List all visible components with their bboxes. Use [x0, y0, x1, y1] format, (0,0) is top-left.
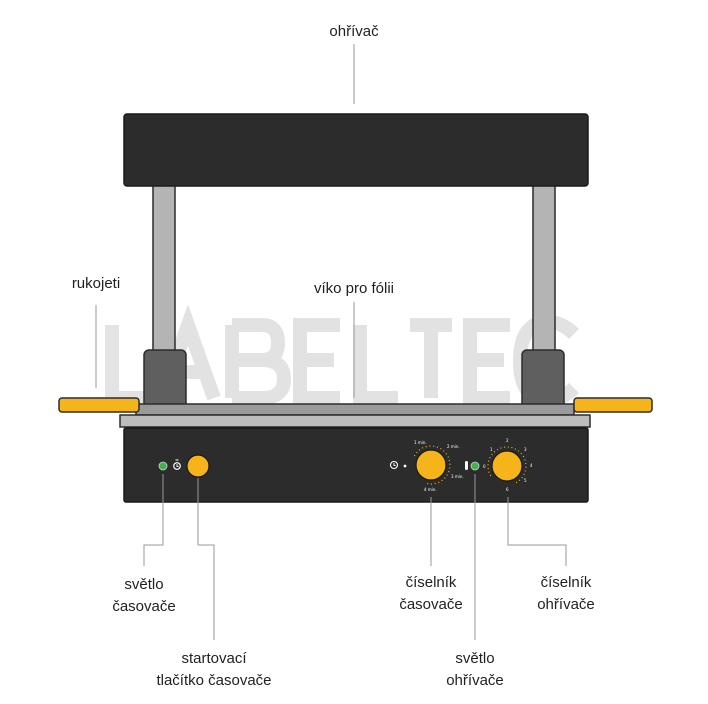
dial-tick: [514, 448, 517, 450]
heater-mark-1: 1: [490, 447, 493, 452]
dial-tick: [520, 452, 522, 455]
timer-clock-icon: [173, 459, 181, 470]
dial-tick: [447, 456, 449, 458]
left-pillar-housing: [143, 349, 187, 409]
label-handles: rukojeti: [72, 275, 120, 292]
label-timer-light-line2: časovače: [112, 598, 175, 615]
timer-light: [158, 461, 168, 471]
dial-tick: [446, 474, 448, 476]
dial-tick: [448, 459, 451, 462]
dial-tick: [521, 476, 523, 479]
dial-tick: [434, 482, 436, 485]
dial-tick: [488, 471, 490, 473]
dial-tick: [525, 462, 527, 465]
dial-tick: [525, 466, 527, 468]
left-handle: [58, 397, 140, 413]
dial-tick: [488, 460, 490, 462]
label-heater: ohřívač: [329, 23, 379, 40]
dial-tick: [436, 446, 438, 448]
dial-tick: [523, 473, 525, 475]
dial-tick: [493, 451, 496, 453]
heater-mark-2: 2: [506, 438, 509, 443]
dial-tick: [443, 450, 445, 452]
leader-timer-light: [143, 474, 164, 566]
dial-tick: [416, 451, 418, 454]
label-timer-start-line1: startovací: [181, 650, 247, 667]
heater-mark-4: 4: [530, 463, 533, 468]
dial-tick: [444, 477, 446, 479]
dial-tick: [425, 446, 427, 448]
label-timer-dial-line1: číselník: [406, 574, 457, 591]
timer-mark-3: 3 min.: [451, 474, 464, 479]
heater-mark-3: 3: [524, 447, 527, 452]
dial-tick: [427, 483, 429, 485]
dial-tick: [441, 479, 443, 482]
heater-unit: [123, 113, 589, 187]
label-heater-dial-line2: ohřívače: [537, 596, 595, 613]
heater-mark-0: 0: [483, 464, 486, 469]
dial-tick: [503, 446, 506, 448]
dial-tick: [433, 445, 435, 447]
dial-tick: [491, 453, 493, 456]
foil-lid: [135, 403, 575, 416]
heater-thermometer-icon: [465, 461, 468, 470]
dial-tick: [515, 481, 518, 484]
timer-mark-4: 4 min.: [424, 487, 437, 492]
label-heater-light-line1: světlo: [455, 650, 494, 667]
timer-dial-icon: [389, 460, 407, 470]
dial-tick: [524, 470, 526, 472]
dial-tick: [500, 447, 502, 449]
dial-tick: [449, 463, 451, 465]
lid-frame: [119, 414, 591, 428]
dial-tick: [496, 448, 499, 451]
label-timer-dial-line2: časovače: [399, 596, 462, 613]
dial-tick: [507, 446, 509, 448]
leader-heater-dial: [507, 497, 567, 566]
dial-tick: [429, 445, 431, 447]
label-foil-lid: víko pro fólii: [314, 280, 394, 297]
dial-tick: [448, 471, 450, 473]
dial-tick: [449, 467, 451, 469]
timer-mark-2: 2 min.: [447, 444, 460, 449]
heater-mark-5: 5: [524, 478, 527, 483]
dial-tick: [422, 447, 424, 449]
heater-dial-knob[interactable]: [491, 450, 523, 482]
timer-mark-1: 1 min.: [414, 440, 427, 445]
heater-dial-ticks: [487, 446, 527, 484]
label-timer-start-line2: tlačítko časovače: [156, 672, 271, 689]
dial-tick: [445, 453, 447, 455]
dial-tick: [517, 450, 520, 452]
label-timer-light-line1: světlo: [124, 576, 163, 593]
dial-tick: [489, 474, 492, 477]
dial-tick: [418, 449, 421, 451]
dial-tick: [518, 479, 521, 481]
right-pillar-housing: [521, 349, 565, 409]
timer-dial-knob[interactable]: [415, 449, 447, 481]
label-heater-light-line2: ohřívače: [446, 672, 504, 689]
heater-light: [470, 461, 480, 471]
timer-start-button[interactable]: [186, 454, 210, 478]
dial-tick: [438, 481, 440, 483]
dial-tick: [430, 483, 433, 485]
dial-tick: [489, 457, 491, 459]
dial-tick: [487, 467, 489, 470]
timer-dial-ticks: [413, 445, 451, 485]
dial-tick: [440, 448, 442, 450]
dial-tick: [522, 455, 525, 458]
right-handle: [573, 397, 653, 413]
label-heater-dial-line1: číselník: [541, 574, 592, 591]
control-panel: [123, 427, 589, 503]
dial-tick: [524, 459, 526, 461]
dial-tick: [487, 464, 489, 466]
dial-tick: [413, 454, 416, 457]
leader-timer-start: [197, 478, 215, 640]
dial-tick: [511, 447, 513, 449]
heater-mark-6: 6: [506, 487, 509, 492]
